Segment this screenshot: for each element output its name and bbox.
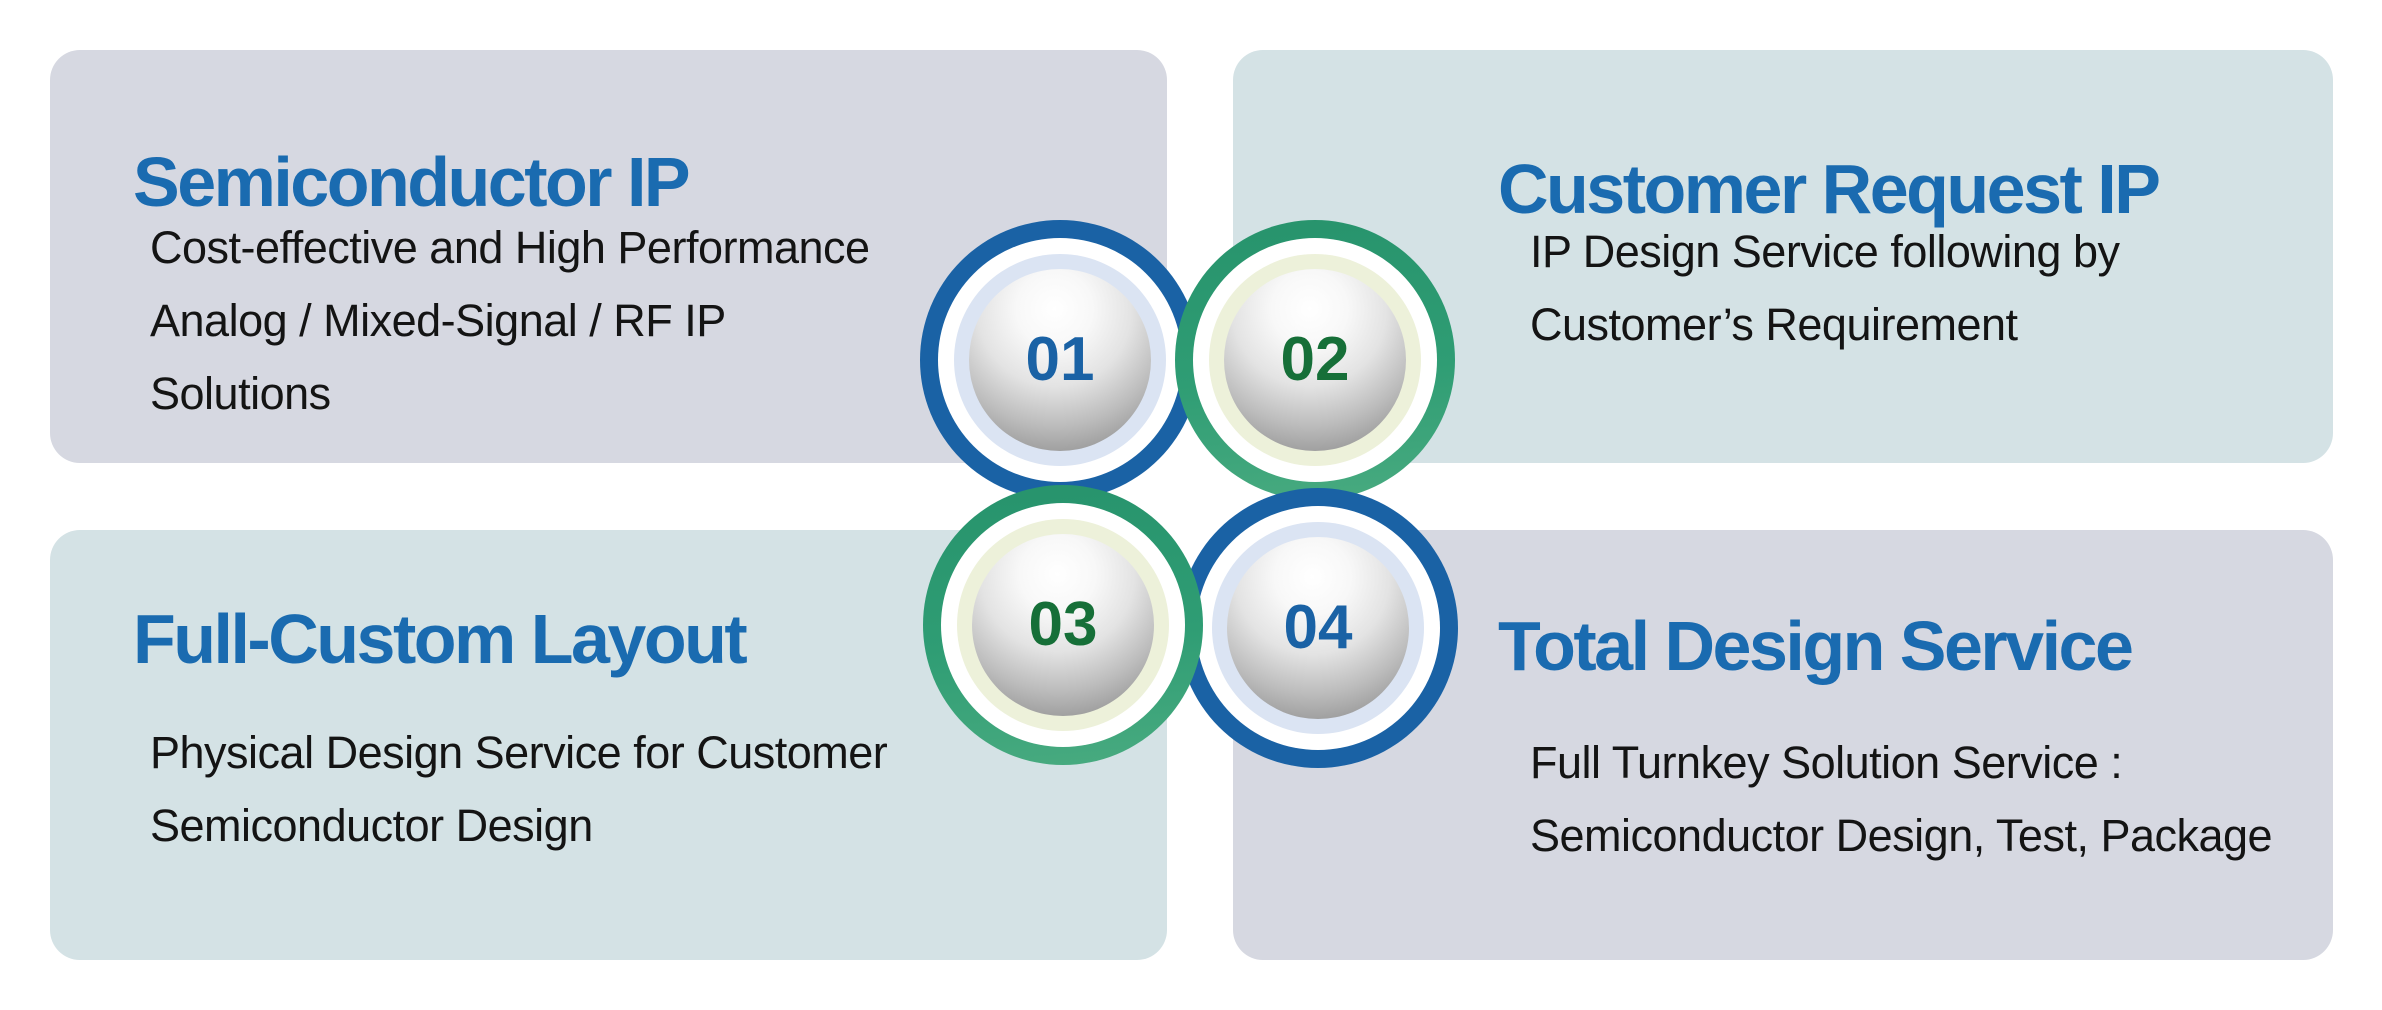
card-body-full-custom-layout: Physical Design Service for Customer Sem… xyxy=(150,716,888,862)
card-body-line: Full Turnkey Solution Service : xyxy=(1530,737,2123,788)
card-customer-request-ip: Customer Request IP IP Design Service fo… xyxy=(1233,50,2333,463)
badge-04-inner-ring: 04 xyxy=(1212,522,1424,734)
card-body-total-design-service: Full Turnkey Solution Service : Semicond… xyxy=(1530,726,2273,872)
badge-04-sphere: 04 xyxy=(1227,537,1409,719)
badge-02-number: 02 xyxy=(1280,325,1350,394)
card-title-semiconductor-ip: Semiconductor IP xyxy=(133,143,691,221)
badge-02-sphere: 02 xyxy=(1224,269,1406,451)
badge-03-number: 03 xyxy=(1028,590,1098,659)
card-body-line: Analog / Mixed-Signal / RF IP xyxy=(150,295,726,346)
card-body-line: Customer’s Requirement xyxy=(1530,299,2018,350)
card-body-line: Physical Design Service for Customer xyxy=(150,727,888,778)
card-body-semiconductor-ip: Cost-effective and High Performance Anal… xyxy=(150,211,870,430)
card-body-line: Semiconductor Design xyxy=(150,800,593,851)
card-title-customer-request-ip: Customer Request IP xyxy=(1498,150,2161,228)
card-body-line: Cost-effective and High Performance xyxy=(150,222,870,273)
badge-03: 03 xyxy=(923,485,1203,765)
card-body-line: IP Design Service following by xyxy=(1530,226,2120,277)
badge-02-white-ring: 02 xyxy=(1193,238,1437,482)
badge-03-sphere: 03 xyxy=(972,534,1154,716)
card-body-line: Solutions xyxy=(150,368,331,419)
card-title-total-design-service: Total Design Service xyxy=(1498,607,2134,685)
badge-01-inner-ring: 01 xyxy=(954,254,1166,466)
badge-01-white-ring: 01 xyxy=(938,238,1182,482)
badge-01-sphere: 01 xyxy=(969,269,1151,451)
badge-01: 01 xyxy=(920,220,1200,500)
badge-04-number: 04 xyxy=(1283,593,1353,662)
badge-04: 04 xyxy=(1178,488,1458,768)
badge-04-white-ring: 04 xyxy=(1196,506,1440,750)
card-body-line: Semiconductor Design, Test, Package xyxy=(1530,810,2273,861)
badge-02-inner-ring: 02 xyxy=(1209,254,1421,466)
card-body-customer-request-ip: IP Design Service following by Customer’… xyxy=(1530,215,2120,361)
badge-03-white-ring: 03 xyxy=(941,503,1185,747)
card-full-custom-layout: Full-Custom Layout Physical Design Servi… xyxy=(50,530,1167,960)
card-title-full-custom-layout: Full-Custom Layout xyxy=(133,600,748,678)
badge-01-number: 01 xyxy=(1025,325,1095,394)
badge-02: 02 xyxy=(1175,220,1455,500)
badge-03-inner-ring: 03 xyxy=(957,519,1169,731)
